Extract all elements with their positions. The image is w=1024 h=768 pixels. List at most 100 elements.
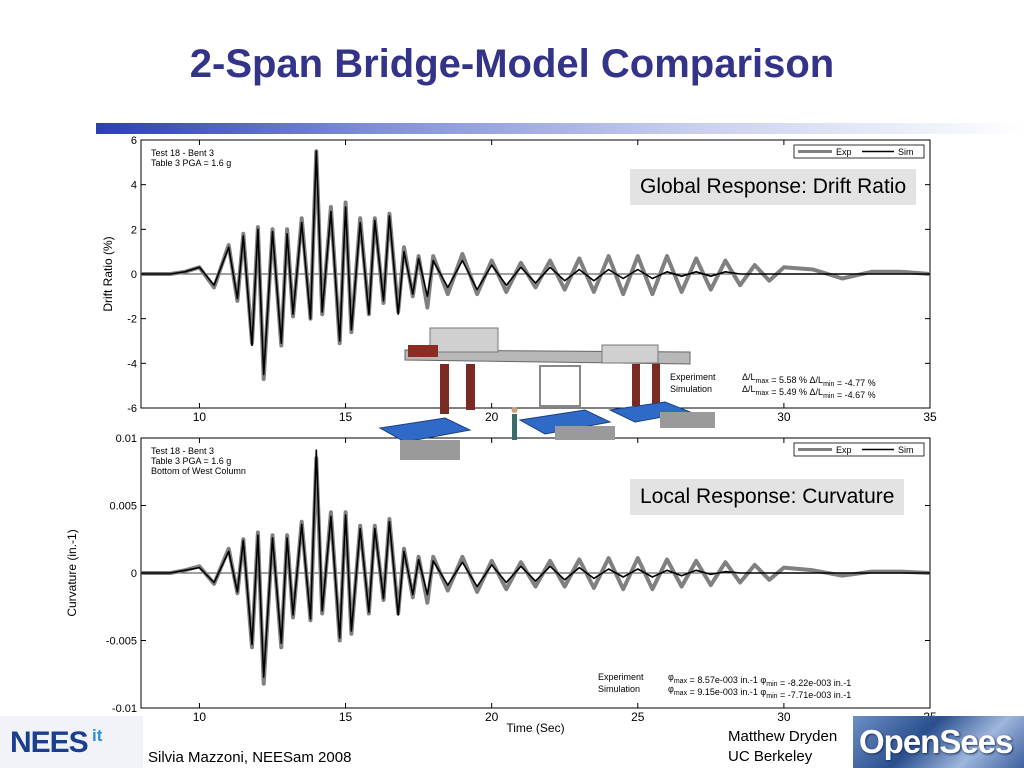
chart1-ytick-label: 0	[131, 269, 137, 281]
chart2-legend-box	[793, 442, 925, 457]
bridge-model-part	[512, 414, 517, 440]
chart2-stat-row-values: φmax = 9.15e-003 in.-1 φmin = -7.71e-003…	[668, 684, 851, 700]
chart2-stat-row-values: φmax = 8.57e-003 in.-1 φmin = -8.22e-003…	[668, 672, 851, 688]
bridge-model-part	[511, 407, 518, 413]
chart1-ytick-label: 4	[131, 180, 137, 192]
nees-logo-it: it	[92, 726, 103, 745]
bridge-model-part	[601, 344, 659, 364]
chart2-xtick-label: 10	[193, 710, 207, 724]
footer-presenter-affiliation: UC Berkeley	[728, 748, 813, 765]
bridge-model-part	[440, 364, 449, 414]
chart1-stat-fragment: Δ/L	[742, 384, 756, 394]
bridge-model-part	[400, 440, 460, 460]
chart2-y-axis-label: Curvature (in.-1)	[65, 529, 79, 616]
slide-title: 2-Span Bridge-Model Comparison	[189, 42, 835, 86]
chart1-ytick-label: -6	[127, 403, 137, 415]
chart2-stat-fragment: = 9.15e-003 in.-1	[687, 687, 760, 697]
chart2-stat-fragment: φ	[668, 684, 674, 694]
callout-local-response: Local Response: Curvature	[630, 479, 905, 515]
chart2-x-axis-label: Time (Sec)	[506, 721, 564, 735]
chart1-series-sim-line	[141, 150, 930, 376]
chart2-legend-sim-label: Sim	[898, 445, 914, 455]
bridge-model-part	[632, 364, 640, 406]
bridge-model-part	[518, 409, 612, 435]
nees-logo-text: NEES	[10, 726, 89, 759]
chart1-stat-fragment: min	[823, 393, 834, 400]
chart2-stat-fragment: = 8.57e-003 in.-1	[687, 675, 760, 685]
chart2-stat-fragment: = -7.71e-003 in.-1	[778, 690, 852, 700]
chart1-annotation-line: Table 3 PGA = 1.6 g	[151, 158, 231, 168]
chart1-xtick-label: 10	[193, 410, 207, 424]
chart2-stat-fragment: = -8.22e-003 in.-1	[778, 678, 852, 688]
chart1-stat-fragment: = 5.49 %	[769, 387, 810, 397]
callout-global-response: Global Response: Drift Ratio	[630, 169, 917, 205]
chart2-ytick-label: 0.005	[109, 501, 137, 513]
bridge-model-icon	[378, 327, 715, 460]
chart2-series-sim-line	[141, 449, 930, 678]
bridge-model-part	[652, 364, 660, 404]
footer-author: Silvia Mazzoni, NEESam 2008	[148, 749, 352, 766]
chart2-annotation-line: Test 18 - Bent 3	[151, 446, 214, 456]
chart2-legend-exp-label: Exp	[836, 445, 852, 455]
chart1-stat-fragment: = -4.67 %	[834, 390, 875, 400]
chart1-legend-exp-label: Exp	[836, 147, 852, 157]
chart1-xtick-label: 15	[339, 410, 353, 424]
chart1-ytick-label: 2	[131, 224, 137, 236]
chart2-annotation-line: Bottom of West Column	[151, 466, 246, 476]
chart2-ytick-label: 0	[131, 568, 137, 580]
bridge-model-part	[466, 364, 475, 410]
chart1-stat-fragment: Δ/L	[810, 387, 824, 397]
chart1-xtick-label: 30	[777, 410, 791, 424]
chart1-xtick-label: 20	[485, 410, 499, 424]
chart1-y-axis-label: Drift Ratio (%)	[101, 236, 115, 311]
chart1-ytick-label: -2	[127, 314, 137, 326]
chart1-stat-fragment: Δ/L	[742, 372, 756, 382]
bridge-model-part	[660, 412, 715, 428]
chart2-ytick-label: -0.01	[112, 703, 137, 715]
chart2-stat-fragment: φ	[668, 672, 674, 682]
chart2-xtick-label: 20	[485, 710, 499, 724]
chart2-stat-fragment: min	[766, 681, 777, 688]
chart2-stat-row-label: Simulation	[598, 684, 640, 694]
chart1-stat-fragment: = 5.58 %	[769, 375, 810, 385]
chart1-ytick-label: 6	[131, 135, 137, 147]
chart1-legend-sim-label: Sim	[898, 147, 914, 157]
chart1-stat-fragment: min	[823, 381, 834, 388]
chart2-stat-fragment: max	[674, 678, 688, 685]
chart1-legend-box	[793, 144, 925, 159]
chart2-stat-fragment: max	[674, 690, 688, 697]
chart1-stat-fragment: = -4.77 %	[834, 378, 875, 388]
chart1-annotation-line: Test 18 - Bent 3	[151, 148, 214, 158]
chart1-stat-fragment: max	[756, 390, 770, 397]
bridge-model-part	[408, 345, 438, 357]
chart1-ytick-label: -4	[127, 358, 137, 370]
footer-presenter-name: Matthew Dryden	[728, 728, 838, 745]
chart2-xtick-label: 30	[777, 710, 791, 724]
chart2-xtick-label: 15	[339, 710, 353, 724]
chart2-ytick-label: 0.01	[116, 433, 137, 445]
chart1-stat-row-values: Δ/Lmax = 5.58 % Δ/Lmin = -4.77 %	[742, 372, 876, 388]
bridge-model-part	[555, 426, 615, 440]
bridge-model-part	[539, 365, 581, 407]
title-underline-bar	[96, 123, 1024, 134]
bridge-model-part	[378, 417, 472, 443]
nees-it-logo: NEES it	[0, 716, 143, 768]
chart2-stat-fragment: φ	[760, 687, 766, 697]
opensees-logo-text: OpenSees	[859, 723, 1013, 760]
footer-presenter: Matthew Dryden UC Berkeley	[728, 727, 837, 767]
chart2-stat-fragment: φ	[760, 675, 766, 685]
chart2-xtick-label: 25	[631, 710, 645, 724]
bridge-model-part	[429, 327, 499, 353]
opensees-logo: OpenSees	[853, 716, 1024, 768]
chart2-annotation-line: Table 3 PGA = 1.6 g	[151, 456, 231, 466]
chart1-stat-row-label: Experiment	[670, 372, 716, 382]
chart1-stat-row-values: Δ/Lmax = 5.49 % Δ/Lmin = -4.67 %	[742, 384, 876, 400]
chart2-stat-fragment: min	[766, 693, 777, 700]
chart1-xtick-label: 35	[923, 410, 937, 424]
chart2-stat-row-label: Experiment	[598, 672, 644, 682]
chart1-stat-fragment: Δ/L	[810, 375, 824, 385]
chart1-stat-fragment: max	[756, 378, 770, 385]
chart1-stat-row-label: Simulation	[670, 384, 712, 394]
chart2-ytick-label: -0.005	[106, 636, 137, 648]
